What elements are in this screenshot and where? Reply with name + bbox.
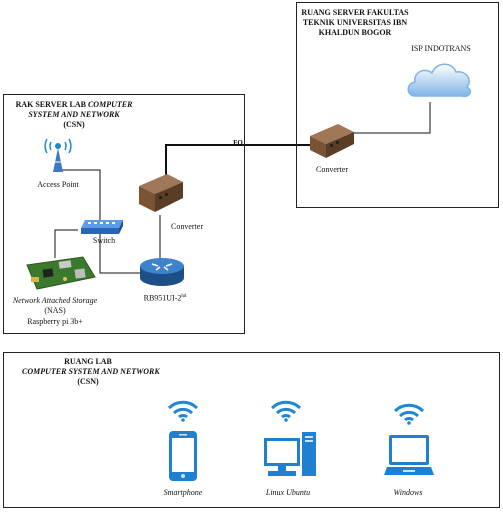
- access-point-icon: [44, 138, 72, 172]
- wifi-icon-smartphone: [167, 400, 199, 422]
- lab-title-3: (CSN): [77, 377, 99, 386]
- device-label-smartphone: Smartphone: [163, 488, 203, 497]
- server-room-title-1: RUANG SERVER FAKULTAS: [301, 8, 409, 17]
- lab-title-1: RUANG LAB: [64, 357, 112, 366]
- server-room-title-2: TEKNIK UNIVERSITAS IBN: [302, 18, 408, 27]
- server-converter-label: Converter: [316, 165, 348, 174]
- rack-converter-label: Converter: [171, 222, 203, 231]
- raspberry-pi-icon: [26, 256, 96, 290]
- server-converter-icon: [310, 124, 354, 158]
- rack-title-3: (CSN): [63, 120, 85, 129]
- lab-box: [3, 352, 500, 508]
- smartphone-icon: [169, 431, 197, 481]
- switch-router-line: [99, 232, 140, 274]
- router-label: RB951UI-2hd: [143, 293, 187, 303]
- switch-label: Switch: [92, 236, 116, 245]
- router-icon: [140, 258, 184, 286]
- converter-isp-line: [354, 102, 431, 134]
- lab-title-2: COMPUTER SYSTEM AND NETWORK: [22, 367, 160, 376]
- laptop-icon: [384, 435, 434, 475]
- rack-title-1: RAK SERVER LAB COMPUTER: [15, 100, 133, 109]
- fo-link-line: [165, 144, 314, 182]
- fo-label: FO: [233, 139, 243, 147]
- rack-box: [3, 94, 245, 334]
- nas-label-2: (NAS): [44, 306, 66, 315]
- access-point-label: Access Point: [37, 180, 79, 189]
- cloud-icon: [407, 63, 472, 98]
- rack-converter-icon: [139, 174, 183, 212]
- rack-title-2: SYSTEM AND NETWORK: [28, 110, 120, 119]
- nas-label-1: Network Attached Storage: [12, 296, 98, 305]
- switch-icon: [81, 220, 123, 234]
- isp-label: ISP INDOTRANS: [411, 44, 471, 53]
- server-room-box: [296, 2, 499, 208]
- server-room-title-3: KHALDUN BOGOR: [318, 28, 392, 37]
- switch-nas-line: [54, 229, 78, 258]
- wifi-icon-linux: [270, 400, 302, 422]
- device-label-windows: Windows: [393, 488, 423, 497]
- wifi-icon-windows: [393, 403, 425, 425]
- device-label-linux: Linux Ubuntu: [265, 488, 311, 497]
- nas-label-3: Raspberry pi 3b+: [27, 317, 83, 326]
- desktop-pc-icon: [264, 432, 316, 476]
- ap-switch-line: [62, 169, 101, 222]
